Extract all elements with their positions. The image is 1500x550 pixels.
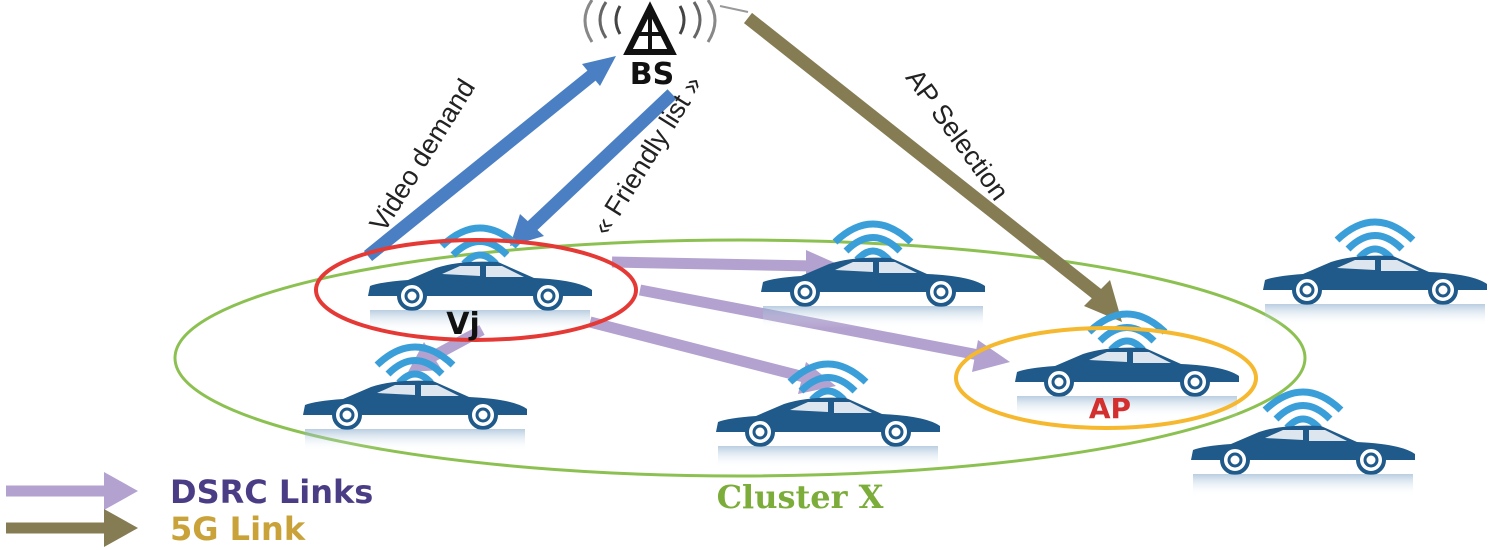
vehicle-icon (1263, 222, 1487, 326)
ap-label: AP (1089, 392, 1131, 425)
legend-5g-label: 5G Link (170, 510, 306, 548)
cluster-ring (173, 238, 1307, 478)
ap-selection-arrowhead (1084, 280, 1122, 322)
base-station-tower-icon (583, 0, 749, 55)
video-demand-arrow (363, 66, 601, 262)
ap-ring (954, 326, 1258, 430)
bs-label: BS (630, 57, 674, 92)
legend: DSRC Links 5G Link (6, 472, 373, 548)
friendly-list-arrow (525, 89, 677, 233)
vj-ring (314, 238, 638, 342)
friendly-list-arrowhead (510, 214, 544, 246)
video-demand-arrowhead (582, 56, 616, 86)
cluster-label: Cluster X (717, 478, 884, 516)
vehicle-icon (303, 347, 527, 451)
vehicle-icon (716, 364, 940, 468)
vj-label: Vj (446, 307, 480, 342)
legend-dsrc-label: DSRC Links (170, 473, 373, 511)
ap-selection-arrow (743, 12, 1107, 304)
